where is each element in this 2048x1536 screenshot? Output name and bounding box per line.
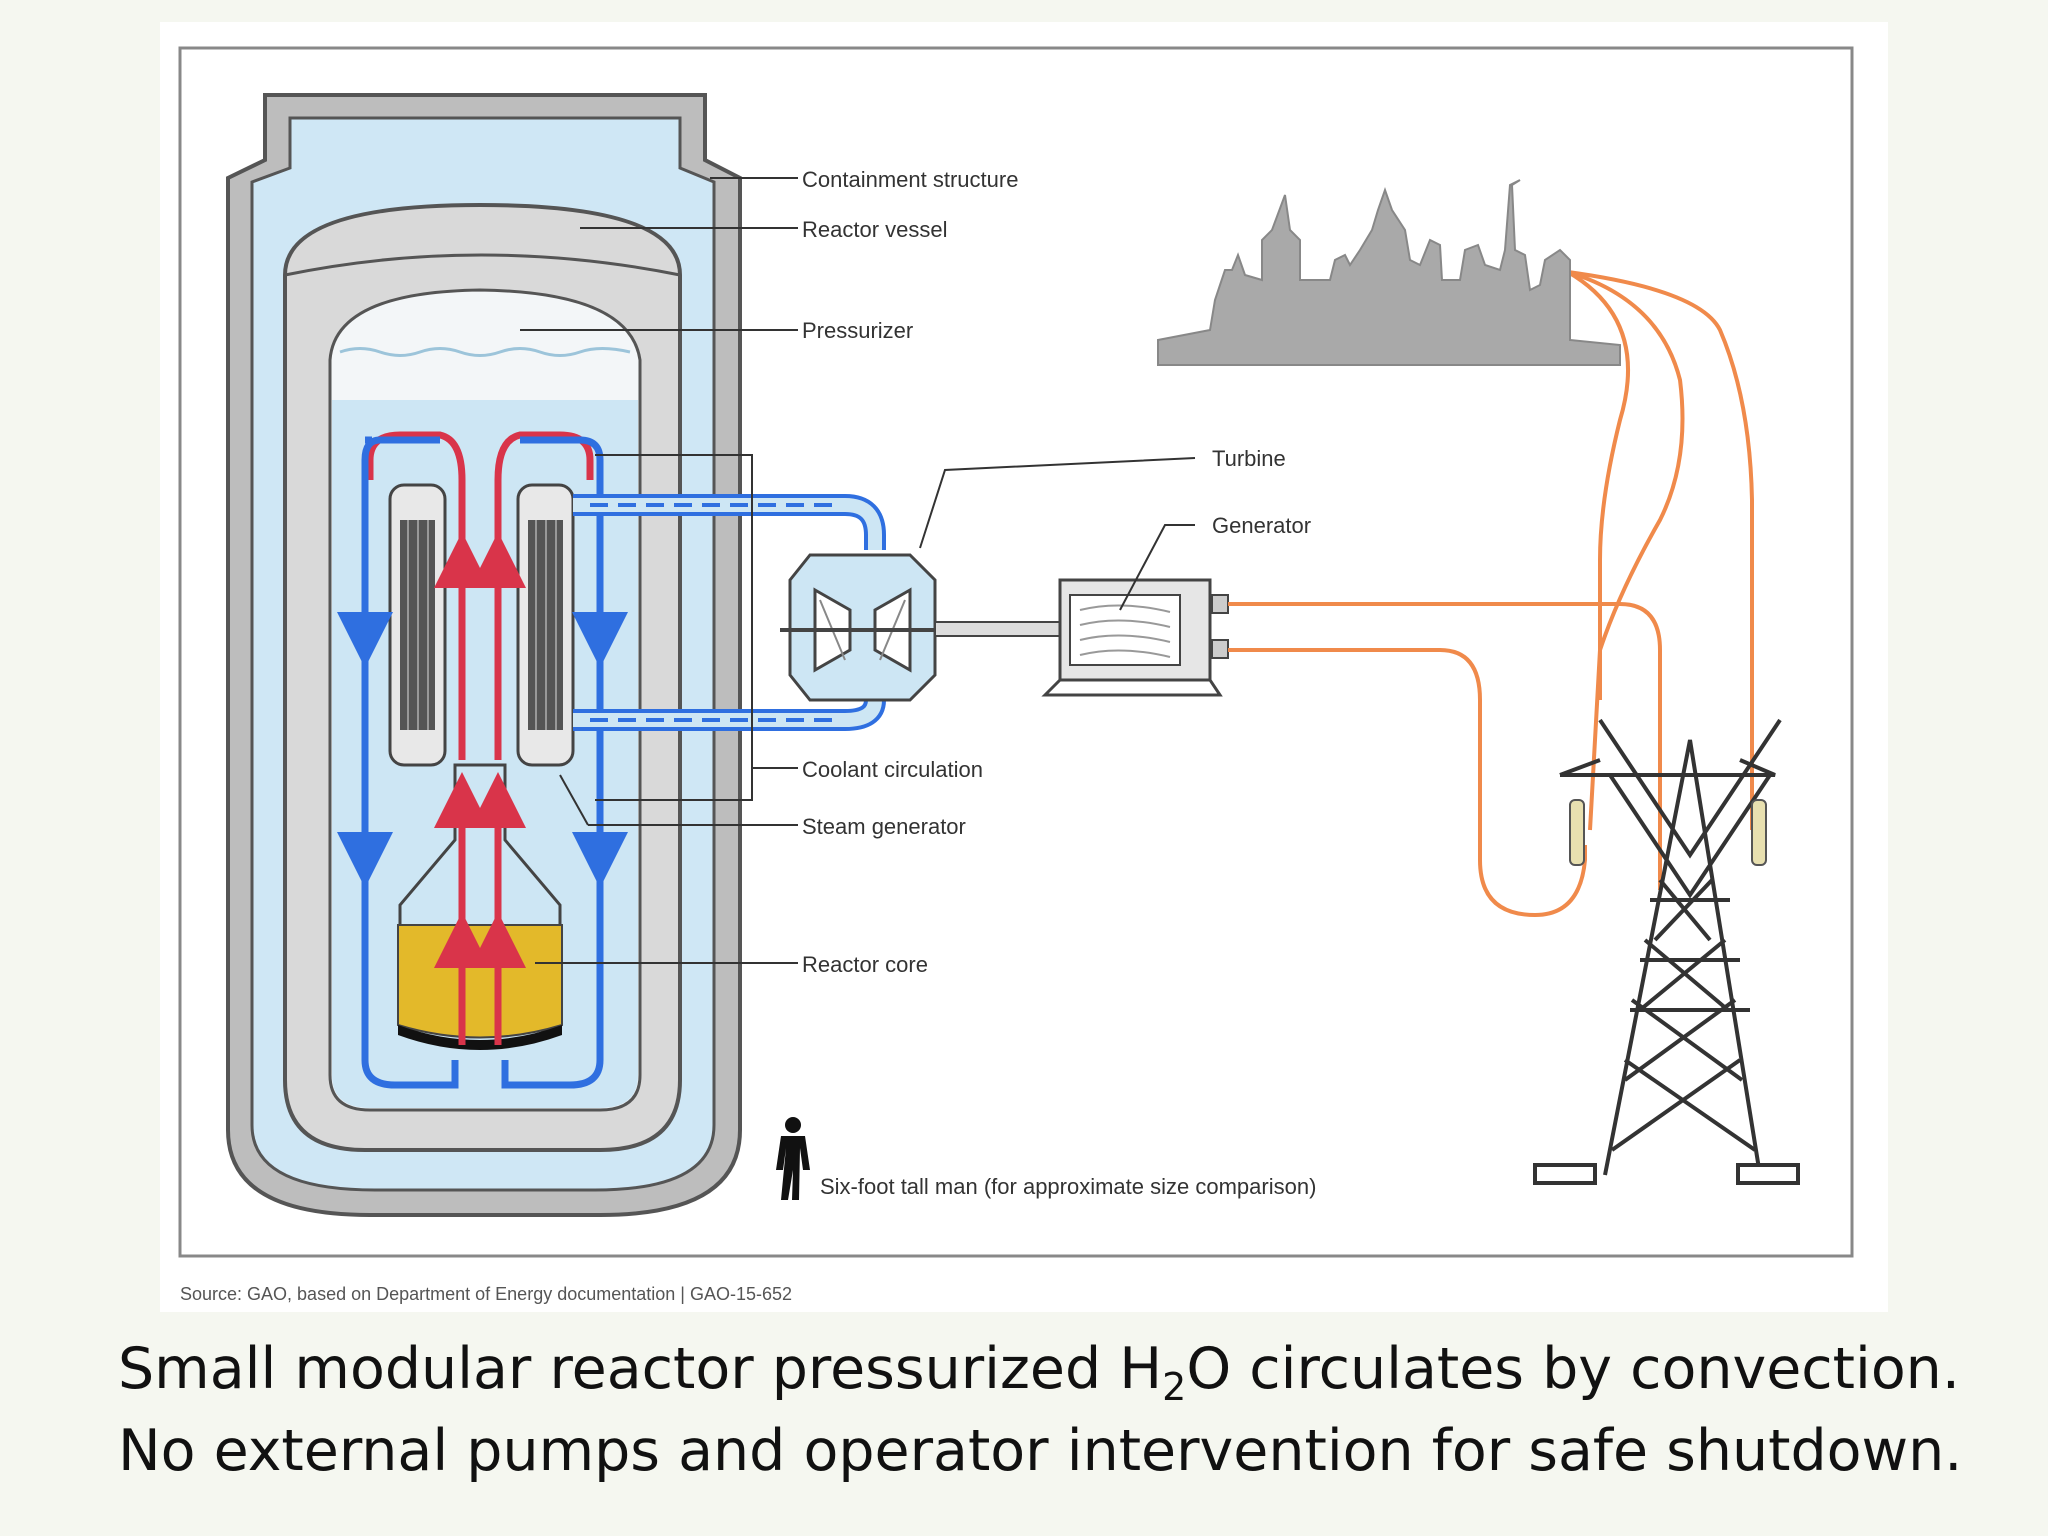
label-containment: Containment structure [802,167,1018,192]
cool-coolant-arrows [337,520,628,888]
caption-subscript: 2 [1162,1365,1187,1409]
cool-coolant-flow [361,436,604,1089]
source-note: Source: GAO, based on Department of Ener… [180,1284,792,1304]
power-lines [1228,270,1754,918]
label-generator: Generator [1212,513,1311,538]
caption-line-2: No external pumps and operator intervent… [118,1418,1963,1484]
label-steam-generator: Steam generator [802,814,966,839]
hot-coolant-arrows [434,532,526,1040]
label-pressurizer: Pressurizer [802,318,913,343]
leader-lines [520,177,1196,964]
generator-icon [1041,578,1229,697]
pressurizer-surface [339,347,631,357]
turbine-shaft [934,621,1061,637]
label-turbine: Turbine [1212,446,1286,471]
label-reactor-core: Reactor core [802,952,928,977]
label-coolant-circulation: Coolant circulation [802,757,983,782]
caption: Small modular reactor pressurized H2O ci… [118,1328,1978,1492]
person-icon [776,1117,810,1200]
steam-generator-left [388,483,447,767]
steam-generator-right [516,483,575,767]
city-skyline-icon [1157,179,1621,366]
label-reactor-vessel: Reactor vessel [802,217,948,242]
caption-line-1: Small modular reactor pressurized H2O ci… [118,1328,1978,1410]
reactor-core [397,924,563,1050]
turbine-icon [780,553,945,702]
caption-line-1-start: Small modular reactor pressurized H [118,1336,1163,1402]
label-man: Six-foot tall man (for approximate size … [820,1174,1316,1199]
caption-line-1-end: O circulates by convection. [1186,1336,1960,1402]
transmission-tower-icon [1533,718,1800,1185]
